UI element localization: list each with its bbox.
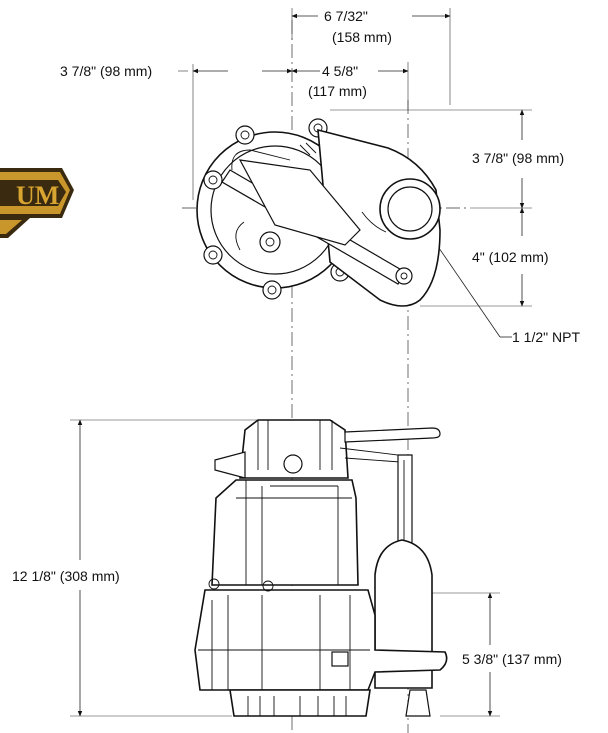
npt-label: 1 1/2" NPT	[512, 329, 580, 345]
pump-side-view	[194, 419, 448, 717]
float-height-dimension: 5 3/8" (137 mm)	[430, 592, 562, 717]
left-offset-label: 3 7/8" (98 mm)	[60, 63, 152, 79]
left-offset-dimension: 3 7/8" (98 mm)	[60, 63, 293, 200]
pump-top-view	[196, 118, 441, 307]
right-upper-label: 3 7/8" (98 mm)	[472, 150, 564, 166]
top-width-metric: (158 mm)	[332, 29, 392, 45]
overall-height-label: 12 1/8" (308 mm)	[12, 568, 120, 584]
discharge-offset-label: 4 5/8"	[322, 63, 358, 79]
right-vertical-dimensions: 3 7/8" (98 mm) 4" (102 mm)	[330, 109, 564, 307]
discharge-offset-dimension: 4 5/8" (117 mm)	[291, 62, 409, 110]
top-width-label: 6 7/32"	[324, 8, 368, 24]
brand-logo: UM	[0, 168, 74, 238]
logo-text: UM	[16, 181, 59, 210]
top-width-dimension: 6 7/32" (158 mm)	[291, 8, 451, 105]
discharge-offset-metric: (117 mm)	[308, 83, 367, 99]
right-lower-label: 4" (102 mm)	[472, 249, 549, 265]
float-height-label: 5 3/8" (137 mm)	[462, 651, 562, 667]
overall-height-dimension: 12 1/8" (308 mm)	[12, 419, 260, 717]
npt-callout: 1 1/2" NPT	[427, 231, 580, 345]
